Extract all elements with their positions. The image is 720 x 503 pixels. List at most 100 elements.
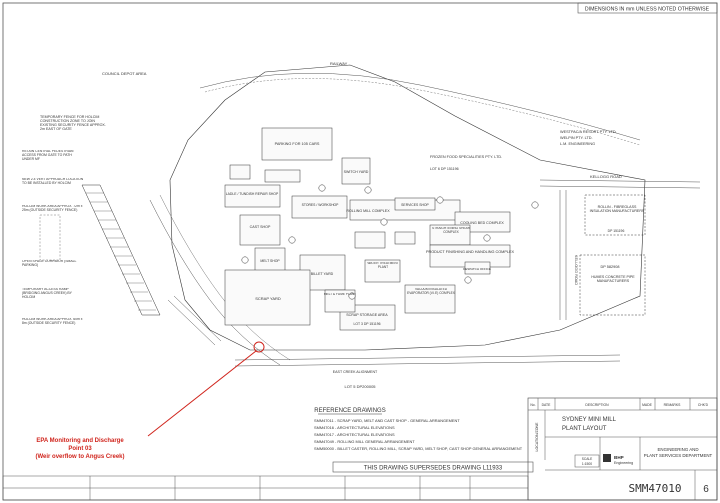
epa-annotation: EPA Monitoring and Discharge Point 03 (W… — [35, 438, 124, 460]
supersedes-box — [332, 461, 534, 473]
small-bldg-3 — [354, 231, 386, 249]
switch-yard-bldg — [341, 157, 371, 185]
melt-shop — [254, 247, 286, 273]
parking-area — [261, 127, 333, 161]
label-parking: PARKING FOR 105 CARS — [275, 142, 320, 146]
rev-header-remarks: REMARKS — [664, 403, 682, 407]
title-block: No. DATE DESCRIPTION MADE REMARKS CHK'D … — [527, 397, 718, 501]
creek-line-2 — [159, 194, 291, 361]
label-straightening: STRAIGHTENING SHEAR COMPLEX — [432, 227, 470, 234]
label-services-shop: SERVICES SHOP — [401, 203, 429, 207]
label-holcim-work-area-2: HOLCIM WORK AREA APPROX. 60m x 8m (OUTSI… — [22, 318, 82, 325]
rev-header-made: MADE — [642, 403, 653, 407]
label-temp-ramp: TEMPORARY ACCESS RAMP (BRIDGING ANGUS CR… — [22, 288, 72, 299]
small-bldg-1 — [229, 164, 251, 180]
despatch-office — [464, 261, 491, 275]
label-switch-yard: SWITCH YARD — [344, 170, 369, 174]
label-dp-number: DP 582908 — [601, 265, 620, 269]
dimensions-note: DIMENSIONS IN mm UNLESS NOTED OTHERWISE — [585, 7, 710, 13]
svg-text:Engineering: Engineering — [614, 461, 633, 465]
label-open-space: OPEN SPACE CORRIDOR (SMALL PARKING) — [22, 260, 76, 267]
wtp — [364, 259, 401, 283]
small-bldg-2 — [264, 169, 301, 183]
supersedes-text: THIS DRAWING SUPERSEDES DRAWING L11933 — [364, 466, 503, 472]
access-ramp — [167, 295, 222, 346]
rev-header-desc: DESCRIPTION — [585, 403, 609, 407]
epa-line-2: Point 03 — [68, 446, 92, 452]
label-humes: HUMES CONCRETE PIPE MANUFACTURERS — [591, 275, 634, 283]
rev-header-chkd: CHK'D — [698, 403, 709, 407]
label-retain-pedestrian: RETAIN CENTRAL PEDESTRIAN ACCESS FROM GA… — [22, 150, 73, 161]
railway-line — [199, 72, 641, 141]
label-despatch: DESPATCH OFFICE — [463, 267, 491, 271]
label-scrap-storage: SCRAP STORAGE AREA — [346, 313, 388, 317]
scrap-yard — [224, 269, 311, 326]
revision-number: 6 — [703, 484, 709, 495]
rev-header-date: DATE — [542, 403, 552, 407]
label-scrap-lot: LOT 3 DP 151196 — [354, 322, 381, 326]
site-labels: COUNCIL DEPOT AREA RAILWAY TEMPORARY FEN… — [22, 61, 645, 389]
cast-shop — [239, 214, 281, 246]
label-billet-yard: BILLET YARD — [311, 272, 334, 276]
vacuum-complex — [404, 284, 456, 314]
label-scrap-yard: SCRAP YARD — [255, 296, 281, 301]
epa-leader-line — [147, 350, 257, 437]
reference-item-1: SMM47011 - SCRAP YARD, MELT AND CAST SHO… — [314, 418, 460, 423]
small-bldg-4 — [394, 231, 416, 245]
label-welpin: WELPIN PTY. LTD. — [560, 136, 593, 140]
ladle-shop — [224, 184, 281, 208]
site-plan — [39, 64, 701, 367]
location-zone-label: LOCATION/ZONE — [535, 422, 539, 452]
reference-drawings: REFERENCE DRAWINGS SMM47011 - SCRAP YARD… — [314, 408, 523, 451]
hatch-lines — [86, 192, 156, 311]
label-rolling-mill: ROLLING MILL COMPLEX — [346, 209, 390, 213]
label-lot5: LOT 5 DP200005 — [344, 384, 376, 389]
label-railway: RAILWAY — [330, 61, 348, 66]
label-council-depot: COUNCIL DEPOT AREA — [102, 71, 147, 76]
label-holcim-work-area: HOLCIM WORK AREA APPROX. 72m x 25m (OUTS… — [22, 205, 82, 212]
reference-item-4: SMM47049 - ROLLING MILL GENERAL ARRANGEM… — [314, 439, 415, 444]
services-shop — [394, 197, 436, 211]
creek-line — [149, 199, 281, 366]
buildings — [224, 127, 646, 331]
label-melt-fume: MELT & FUME PLANT — [324, 293, 356, 296]
reference-item-5: SMM50000 - BILLET CASTER, ROLLING MILL, … — [314, 446, 523, 451]
label-rollin-lot: DP 151196 — [608, 229, 625, 233]
melt-fume-plant — [324, 289, 356, 313]
grid-markers — [241, 184, 539, 300]
stores-workshop — [291, 195, 348, 219]
label-wtp: WATER TREATMENT PLANT — [367, 262, 398, 269]
label-kellogg-road: KELLOGG ROAD — [590, 174, 622, 179]
label-westpack: WESTPAC/A RESORT PTY. LTD. — [560, 130, 617, 134]
humes-parcel — [579, 254, 646, 316]
label-kellogg-vertical: KELLOGG ROAD — [574, 255, 578, 285]
hatched-band — [81, 184, 161, 316]
epa-line-3: (Weir overflow to Angus Creek) — [35, 454, 124, 460]
railway-line-2 — [204, 78, 641, 146]
label-cooling-bed: COOLING BED COMPLEX — [460, 221, 504, 225]
epa-discharge-point-marker — [253, 341, 265, 353]
label-frozen-food: FROZEN FOOD SPECIALITIES PTY. LTD. — [430, 155, 502, 159]
drawing-number: SMM47010 — [629, 482, 682, 495]
label-ladle: LADLE / TUNDISH REPAIR SHOP — [226, 192, 279, 196]
reference-item-3: SMM47017 - ARCHITECTURAL ELEVATIONS — [314, 432, 395, 437]
label-product-finishing: PRODUCT FINISHING AND HANDLING COMPLEX — [426, 250, 515, 254]
dept-line-1: ENGINEERING AND — [658, 447, 699, 452]
label-cast-shop: CAST SHOP — [250, 225, 271, 229]
label-frozen-food-lot: LOT 6 DP 151196 — [430, 167, 459, 171]
label-melt-shop: MELT SHOP — [260, 259, 280, 263]
label-rollin: ROLLIN - FIBREGLASS INSULATION MANUFACTU… — [590, 205, 645, 213]
scale-label: SCALE — [582, 457, 592, 461]
kellogg-road-line-2 — [539, 185, 701, 189]
reference-title: REFERENCE DRAWINGS — [314, 408, 385, 414]
south-road-2 — [234, 360, 621, 367]
west-parcel — [39, 214, 61, 261]
label-stores: STORES / WORKSHOP — [302, 203, 340, 207]
dept-line-2: PLANT SERVICES DEPARTMENT — [644, 453, 713, 458]
south-road — [234, 354, 621, 361]
drawing-title: PLANT LAYOUT — [562, 426, 607, 432]
epa-line-1: EPA Monitoring and Discharge — [36, 438, 124, 444]
label-new-access: NEW 2.4 VERT APPROACH LOCATION TO BE INS… — [22, 178, 83, 185]
label-lm-eng: L.M. ENGINEERING — [560, 142, 595, 146]
reference-item-2: SMM47016 - ARCHITECTURAL ELEVATIONS — [314, 425, 395, 430]
